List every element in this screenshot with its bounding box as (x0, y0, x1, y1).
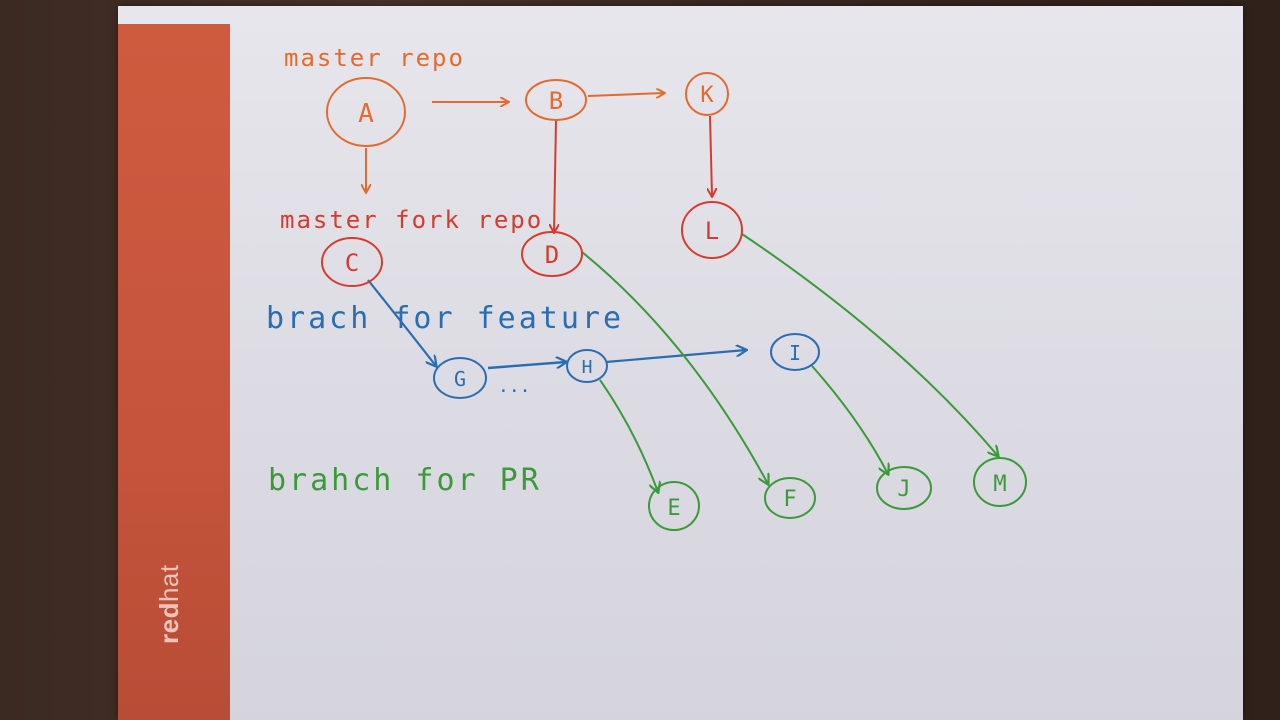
node-e-label: E (667, 496, 680, 521)
node-l-label: L (705, 217, 719, 245)
arrow-k-l (710, 115, 712, 196)
node-c-label: C (345, 249, 359, 277)
side-band: redhat (118, 24, 230, 720)
arrow-d-f (581, 251, 768, 484)
node-l: L (681, 201, 743, 259)
node-m-label: M (993, 472, 1006, 497)
node-h: H (566, 349, 608, 383)
node-f: F (764, 477, 816, 519)
node-i-label: I (789, 341, 801, 365)
node-k: K (685, 72, 729, 116)
node-i: I (770, 333, 820, 371)
ellipsis-dots: ... (498, 376, 531, 397)
node-g: G (433, 357, 487, 399)
arrow-h-e (599, 379, 658, 492)
node-a-label: A (358, 99, 374, 129)
node-m: M (973, 457, 1027, 507)
node-k-label: K (700, 83, 714, 108)
node-j: J (876, 466, 932, 510)
arrow-g-h (487, 362, 566, 370)
node-e: E (648, 481, 700, 531)
node-d: D (521, 231, 583, 277)
label-branch-feature: brach for feature (266, 301, 624, 336)
label-branch-pr: brahch for PR (268, 463, 542, 498)
node-j-label: J (897, 477, 910, 502)
node-g-label: G (454, 367, 466, 391)
label-master-fork-repo: master fork repo (280, 206, 543, 234)
node-f-label: F (783, 487, 796, 512)
arrow-b-d (554, 119, 556, 232)
arrow-b-k (587, 93, 664, 96)
node-h-label: H (582, 357, 593, 378)
arrow-i-j (811, 365, 888, 474)
arrow-c-g (367, 279, 436, 366)
arrow-h-i (605, 350, 746, 364)
node-d-label: D (545, 241, 559, 269)
paper-sheet: redhat (118, 6, 1243, 720)
label-master-repo: master repo (284, 44, 465, 72)
node-c: C (321, 237, 383, 287)
node-b: B (525, 79, 587, 121)
node-a: A (326, 77, 406, 147)
arrow-l-m (741, 233, 998, 456)
node-b-label: B (549, 87, 563, 115)
